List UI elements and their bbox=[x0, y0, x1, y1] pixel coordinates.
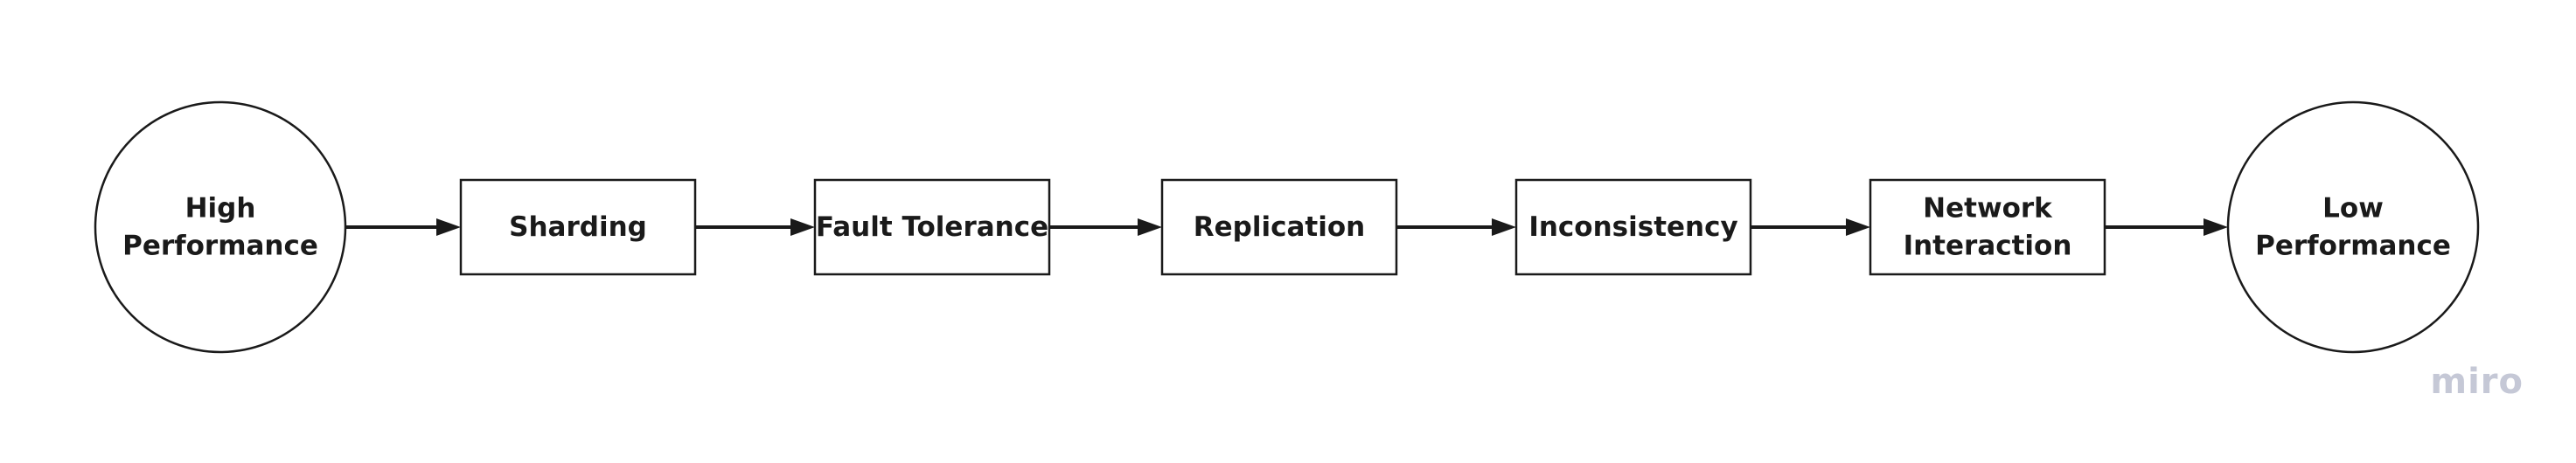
arrowhead-icon bbox=[2204, 218, 2228, 236]
edges-layer bbox=[345, 218, 2228, 236]
arrow-sharding-to-fault-tolerance bbox=[695, 218, 815, 236]
arrow-network-interaction-to-low-performance bbox=[2105, 218, 2228, 236]
node-sharding-label: Sharding bbox=[509, 211, 647, 243]
node-replication-label: Replication bbox=[1194, 211, 1365, 243]
node-high-performance-label: Performance bbox=[122, 231, 318, 262]
node-sharding: Sharding bbox=[459, 178, 697, 276]
arrow-inconsistency-to-network-interaction bbox=[1751, 218, 1870, 236]
node-network-interaction-shape bbox=[1869, 178, 2106, 276]
node-low-performance-label: Low bbox=[2322, 193, 2384, 225]
node-low-performance-label: Performance bbox=[2255, 231, 2451, 262]
miro-watermark: miro bbox=[2430, 362, 2524, 402]
arrowhead-icon bbox=[790, 218, 815, 236]
node-inconsistency-shape bbox=[1514, 178, 1752, 276]
arrow-replication-to-inconsistency bbox=[1396, 218, 1516, 236]
node-inconsistency: Inconsistency bbox=[1514, 178, 1752, 276]
arrowhead-icon bbox=[1492, 218, 1516, 236]
arrowhead-icon bbox=[1846, 218, 1870, 236]
node-fault-tolerance: Fault Tolerance bbox=[813, 178, 1051, 276]
node-network-interaction-label: Interaction bbox=[1904, 231, 2072, 262]
node-fault-tolerance-shape bbox=[813, 178, 1051, 276]
arrow-fault-tolerance-to-replication bbox=[1049, 218, 1162, 236]
node-network-interaction-label: Network bbox=[1923, 193, 2053, 225]
arrowhead-icon bbox=[436, 218, 461, 236]
node-replication: Replication bbox=[1160, 178, 1398, 276]
node-fault-tolerance-label: Fault Tolerance bbox=[816, 211, 1048, 243]
node-high-performance-shape bbox=[94, 100, 347, 354]
node-low-performance-shape bbox=[2226, 100, 2480, 354]
node-sharding-shape bbox=[459, 178, 697, 276]
arrow-high-performance-to-sharding bbox=[345, 218, 461, 236]
node-inconsistency-label: Inconsistency bbox=[1528, 211, 1737, 243]
node-high-performance-label: High bbox=[185, 193, 256, 225]
node-replication-shape bbox=[1160, 178, 1398, 276]
arrowhead-icon bbox=[1138, 218, 1162, 236]
